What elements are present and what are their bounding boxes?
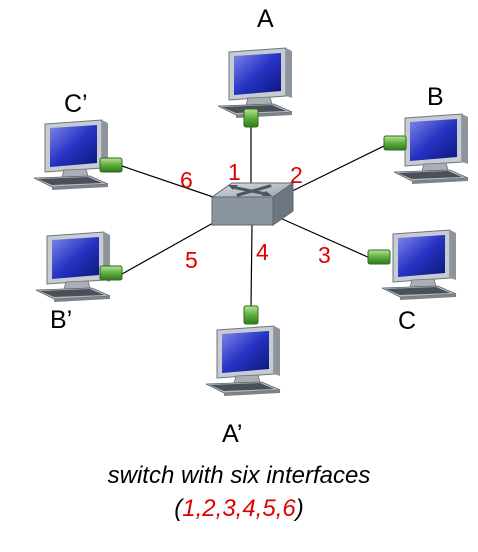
link-6 [121, 165, 223, 201]
nic-b-icon [383, 135, 407, 151]
link-4 [250, 223, 253, 309]
nic-a-prime-icon [243, 305, 259, 325]
link-5 [121, 217, 223, 275]
nic-c-prime-icon [99, 157, 123, 173]
host-label-c: C [398, 307, 416, 335]
computer-c-prime-icon [33, 119, 109, 191]
host-label-b-prime: B’ [50, 306, 72, 334]
host-label-a: A [257, 5, 274, 33]
host-label-b: B [427, 83, 444, 111]
computer-a-prime-icon [205, 325, 281, 397]
port-label-4: 4 [256, 239, 269, 265]
computer-c-icon [381, 229, 457, 301]
nic-c-icon [367, 249, 391, 265]
switch-icon [210, 182, 295, 226]
caption-interface-list: 1,2,3,4,5,6 [182, 495, 296, 522]
nic-a-icon [243, 108, 259, 128]
caption-open-paren: ( [174, 495, 183, 522]
host-label-c-prime: C’ [64, 90, 88, 118]
port-label-5: 5 [185, 247, 198, 273]
links [121, 123, 389, 309]
caption-interfaces: (1,2,3,4,5,6) [0, 495, 478, 523]
port-label-1: 1 [228, 159, 241, 185]
port-label-2: 2 [290, 162, 303, 188]
caption-title: switch with six interfaces [107, 462, 371, 489]
network-diagram: A B C A’ B’ C’ 1 2 3 4 5 6 [33, 5, 469, 448]
computer-a-icon [217, 47, 293, 119]
link-3 [279, 217, 371, 259]
host-label-a-prime: A’ [222, 420, 242, 448]
port-label-3: 3 [318, 242, 331, 268]
computer-b-prime-icon [35, 231, 111, 303]
link-2 [277, 143, 389, 199]
nic-b-prime-icon [99, 265, 123, 281]
port-label-6: 6 [180, 167, 193, 193]
caption-close-paren: ) [295, 495, 304, 522]
